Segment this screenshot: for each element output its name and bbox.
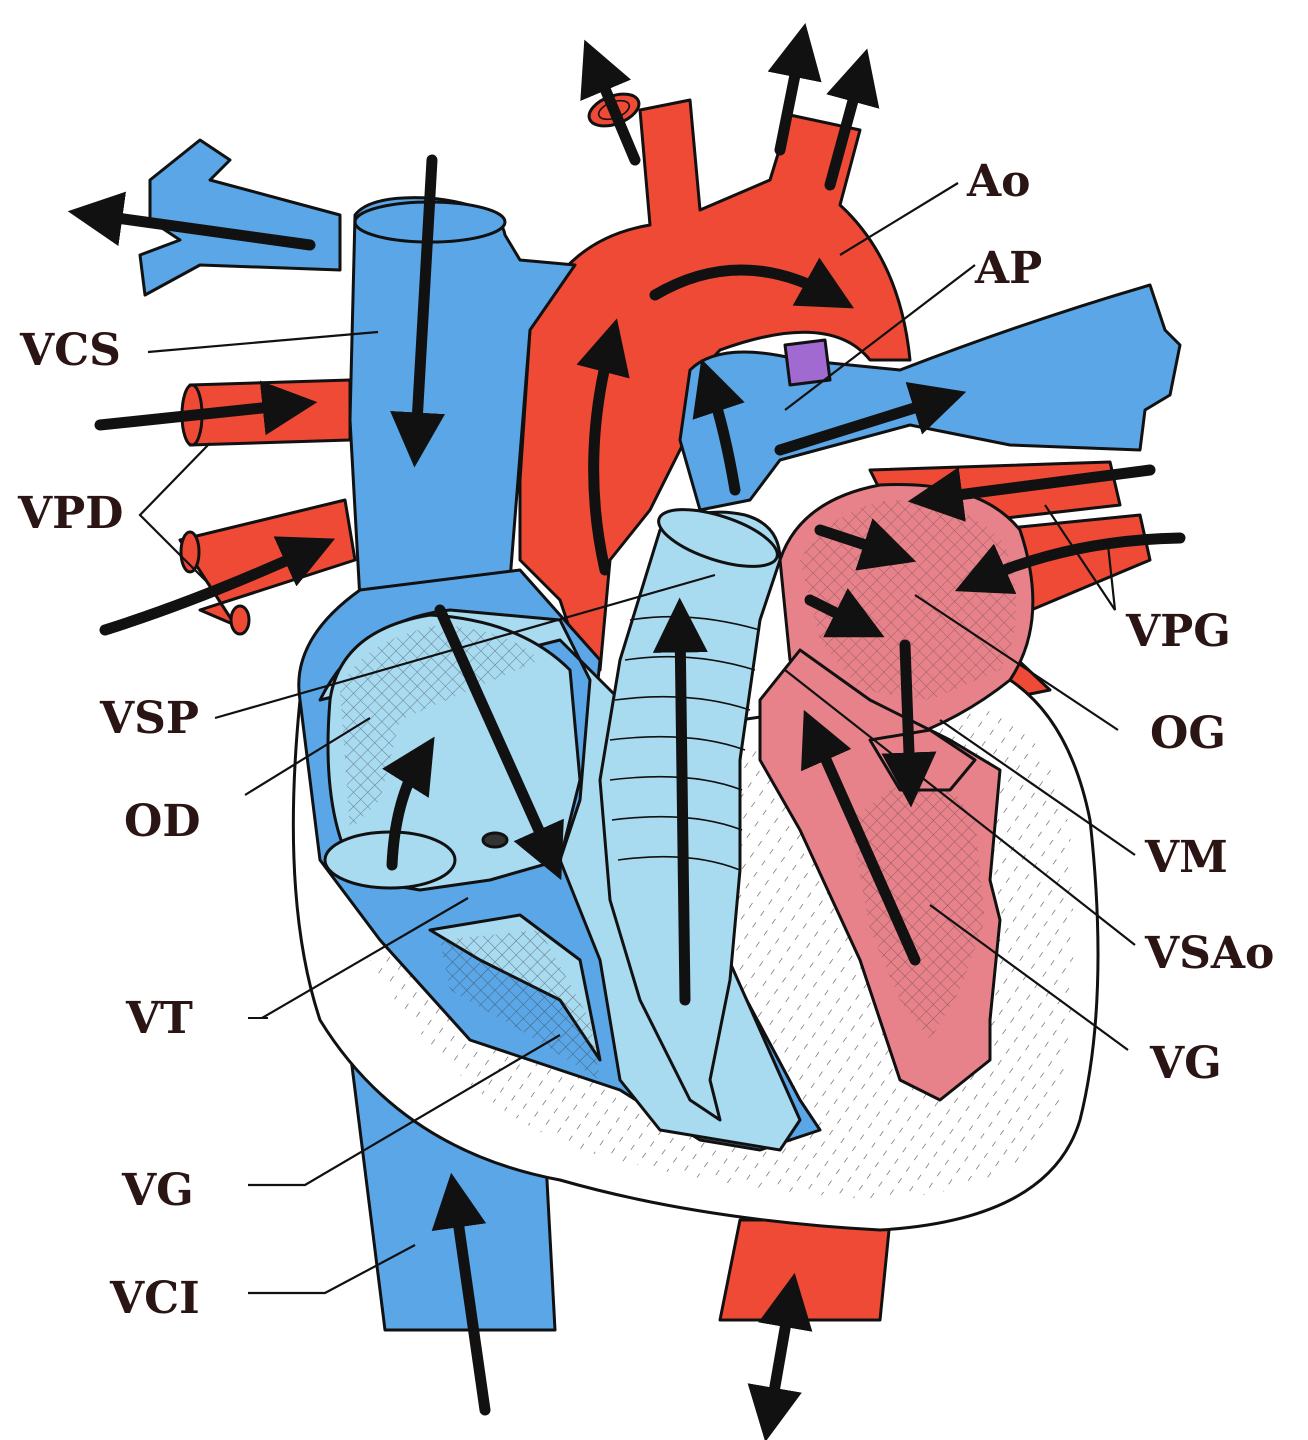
arrow-descending-aorta xyxy=(747,1272,813,1440)
label-ap: AP xyxy=(974,243,1042,294)
label-od: OD xyxy=(124,796,200,847)
label-og: OG xyxy=(1150,708,1226,759)
arrow-rv-outflow xyxy=(652,597,708,1006)
right-ventricle-trabeculae xyxy=(440,930,600,1080)
brachiocephalic-veins xyxy=(138,138,342,297)
arrow-pulmonary-trunk-up xyxy=(692,358,745,496)
leader-vg-left xyxy=(248,1034,561,1187)
leader-vsao xyxy=(784,669,1136,946)
coronary-sinus-opening xyxy=(481,831,509,849)
label-vpg: VPG xyxy=(1125,606,1231,657)
arrow-ascending-aorta xyxy=(576,318,630,576)
leader-og xyxy=(914,594,1119,731)
arrow-aorta-up-mid xyxy=(767,23,822,156)
arrow-la-inner-2 xyxy=(804,588,885,638)
leader-od xyxy=(244,717,371,796)
leader-ao xyxy=(839,182,959,256)
leader-vcs xyxy=(147,330,379,354)
arrow-brachiocephalic-out xyxy=(67,191,316,251)
leader-vt-diag xyxy=(261,897,469,1019)
label-vsp: VSP xyxy=(99,693,199,744)
label-vg-left: VG xyxy=(121,1165,194,1216)
label-ao: Ao xyxy=(966,156,1031,207)
arrow-aorta-up-left xyxy=(580,39,641,166)
right-pulmonary-vein-lower xyxy=(178,498,357,627)
arrow-la-inner-1 xyxy=(814,518,917,571)
flow-arrows xyxy=(67,23,1186,1440)
label-vsao: VSAo xyxy=(1144,928,1274,979)
label-vg-right: VG xyxy=(1149,1038,1222,1089)
arrow-aortic-arch xyxy=(649,257,855,309)
arrow-ra-loop xyxy=(382,736,435,871)
arrow-aorta-up-right xyxy=(824,48,880,191)
right-atrium-trabeculae xyxy=(340,625,540,830)
leader-vpg xyxy=(1044,504,1117,611)
label-vpd: VPD xyxy=(17,488,123,539)
label-vcs: VCS xyxy=(19,325,121,376)
arrow-pulmonary-right xyxy=(774,381,967,456)
arrow-la-to-lv xyxy=(881,639,937,808)
leader-vci xyxy=(248,1244,416,1295)
left-ventricle-trabeculae xyxy=(850,760,985,1040)
leader-vpd xyxy=(138,442,211,586)
ductus-arteriosus xyxy=(783,338,832,387)
leader-lines xyxy=(138,182,1136,1295)
arrow-lpv-upper-in xyxy=(907,464,1156,522)
descending-aorta xyxy=(718,1218,892,1322)
arrow-ra-to-rv xyxy=(434,604,564,881)
arrow-ivc-up xyxy=(431,1172,491,1416)
label-vci: VCI xyxy=(109,1273,200,1324)
arrow-rpv-upper-in xyxy=(94,380,318,436)
leader-vg-right xyxy=(929,904,1129,1051)
arrow-svc-down xyxy=(390,154,446,468)
label-vt: VT xyxy=(125,993,193,1044)
leader-ap xyxy=(784,264,976,411)
labels: Ao AP VCS VPD VPG OG VSP OD VM VSAo VT V… xyxy=(17,156,1274,1324)
leader-vsp xyxy=(214,573,716,720)
arrow-rpv-lower-in xyxy=(99,536,336,636)
label-vm: VM xyxy=(1144,832,1228,883)
leader-vm xyxy=(939,719,1136,856)
arrow-lv-outflow xyxy=(801,709,921,966)
